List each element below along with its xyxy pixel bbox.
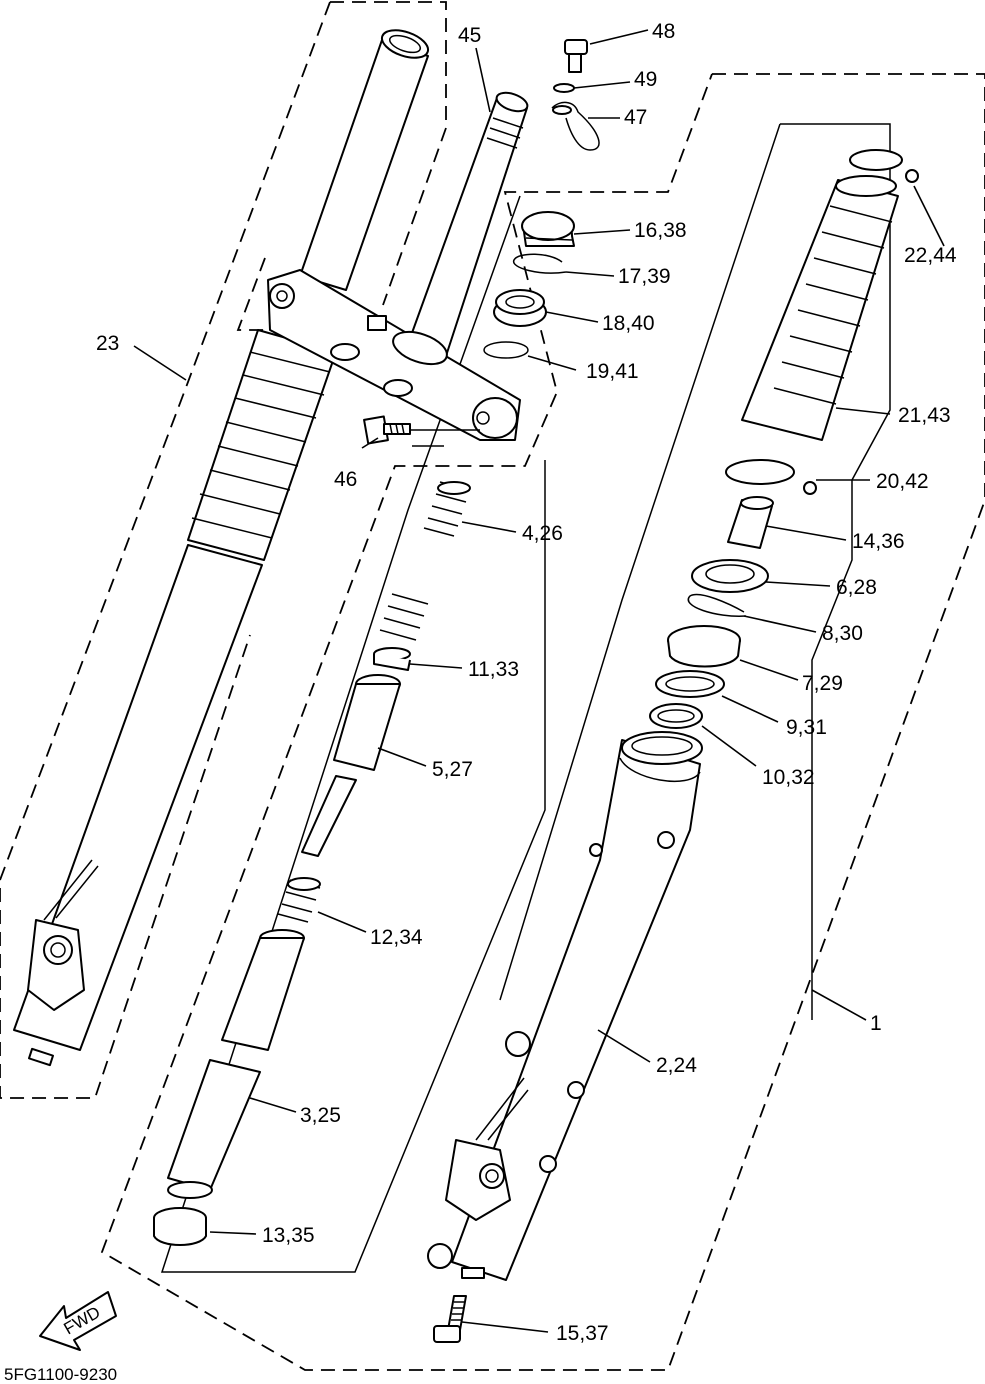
cap-16-38 [521,211,575,247]
circlip-8-30 [687,593,747,617]
label-18-40: 18,40 [602,312,655,335]
dust-boot-21-43 [741,175,899,441]
callout-labels: 48 49 47 45 16,38 17,39 18,40 19,41 22,4… [96,20,957,1345]
label-46: 46 [334,468,357,491]
piston-11-33 [373,647,411,671]
label-8-30: 8,30 [822,622,863,645]
label-12-34: 12,34 [370,926,423,949]
metal-10-32 [649,703,703,729]
label-2-24: 2,24 [656,1054,697,1077]
label-3-25: 3,25 [300,1104,341,1127]
oil-seal-6-28 [691,559,769,593]
spring-4-26 [379,481,471,641]
clamp-20-42 [725,459,817,495]
label-47: 47 [624,106,647,129]
label-19-41: 19,41 [586,360,639,383]
label-10-32: 10,32 [762,766,815,789]
screw-48 [564,39,588,73]
fork-leg-assembly-23 [13,29,430,1067]
under-bracket [267,269,521,441]
inner-tube-3-25 [167,929,305,1199]
assembly-23-boundary [0,1,447,1099]
outer-tube-2-24 [427,731,703,1281]
leader-lines [133,29,945,1333]
bolt-46 [363,415,411,445]
label-7-29: 7,29 [802,672,843,695]
bushing-13-35 [153,1207,207,1246]
spring-12-34 [277,877,321,923]
plug-18-40 [493,289,547,327]
o-ring-19-41 [483,341,529,359]
diagram-code: 5FG1100-9230 [4,1365,117,1384]
label-5-27: 5,27 [432,758,473,781]
clip-47 [551,101,600,151]
washer-7-29 [667,625,741,668]
label-20-42: 20,42 [876,470,929,493]
label-15-37: 15,37 [556,1322,609,1345]
bolt-15-37 [433,1295,467,1343]
circlip-17-39 [513,253,567,274]
label-49: 49 [634,68,657,91]
label-14-36: 14,36 [852,530,905,553]
label-16-38: 16,38 [634,219,687,242]
label-22-44: 22,44 [904,244,957,267]
fwd-arrow-icon: FWD [39,1291,117,1351]
label-21-43: 21,43 [898,404,951,427]
label-1: 1 [870,1012,882,1035]
label-6-28: 6,28 [836,576,877,599]
label-11-33: 11,33 [468,658,519,681]
label-17-39: 17,39 [618,265,671,288]
label-13-35: 13,35 [262,1224,315,1247]
inner-kit-bracket [160,195,546,1273]
label-4-26: 4,26 [522,522,563,545]
washer-49 [553,83,575,93]
label-48: 48 [652,20,675,43]
label-23: 23 [96,332,119,355]
cylinder-5-27 [301,674,401,857]
label-9-31: 9,31 [786,716,827,739]
metal-9-31 [655,670,725,698]
label-45: 45 [458,24,481,47]
spacer-14-36 [727,496,774,549]
clamp-22-44 [849,149,919,183]
assembly-1-boundary [100,73,985,1371]
